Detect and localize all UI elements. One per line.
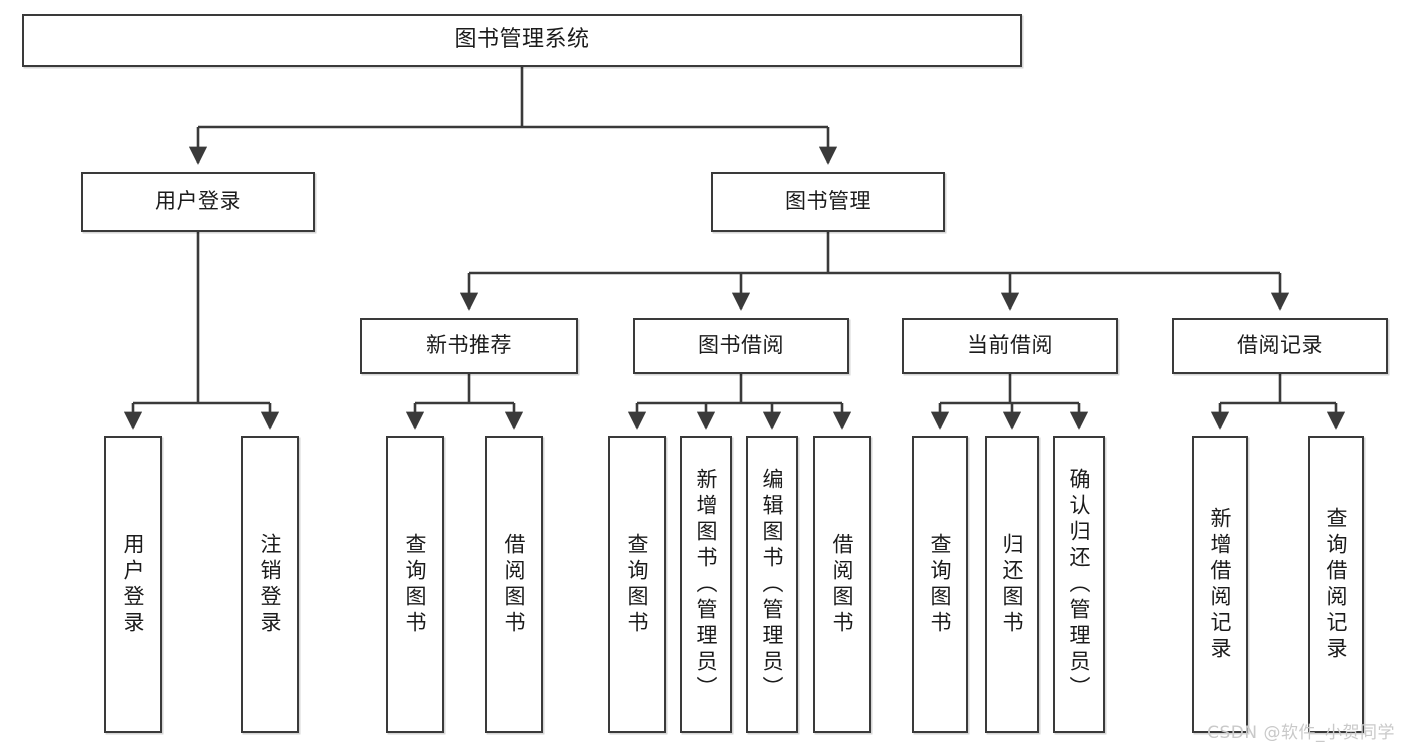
node-leaf-query-book-3[interactable]: 查询图书 bbox=[912, 436, 968, 733]
node-leaf-borrow-book-2[interactable]: 借阅图书 bbox=[813, 436, 871, 733]
node-leaf-add-record-label: 新增借阅记录 bbox=[1208, 506, 1233, 663]
node-leaf-add-record[interactable]: 新增借阅记录 bbox=[1192, 436, 1248, 733]
node-current-borrow[interactable]: 当前借阅 bbox=[902, 318, 1118, 374]
node-leaf-confirm-return[interactable]: 确认归还（管理员） bbox=[1053, 436, 1105, 733]
node-book-manage[interactable]: 图书管理 bbox=[711, 172, 945, 232]
node-book-borrow[interactable]: 图书借阅 bbox=[633, 318, 849, 374]
node-book-borrow-label: 图书借阅 bbox=[698, 333, 784, 358]
node-borrow-record-label: 借阅记录 bbox=[1237, 333, 1323, 358]
node-new-book-recommend-label: 新书推荐 bbox=[426, 333, 512, 358]
node-leaf-query-book-2-label: 查询图书 bbox=[625, 532, 650, 637]
node-leaf-return-book[interactable]: 归还图书 bbox=[985, 436, 1039, 733]
node-leaf-add-book[interactable]: 新增图书（管理员） bbox=[680, 436, 732, 733]
node-user-login-label: 用户登录 bbox=[155, 189, 241, 214]
node-leaf-return-book-label: 归还图书 bbox=[1000, 532, 1025, 637]
node-leaf-query-book-3-label: 查询图书 bbox=[928, 532, 953, 637]
node-leaf-borrow-book-1-label: 借阅图书 bbox=[502, 532, 527, 637]
node-user-login[interactable]: 用户登录 bbox=[81, 172, 315, 232]
node-leaf-edit-book-label: 编辑图书（管理员） bbox=[760, 467, 785, 702]
node-leaf-query-record[interactable]: 查询借阅记录 bbox=[1308, 436, 1364, 733]
node-leaf-confirm-return-label: 确认归还（管理员） bbox=[1067, 467, 1092, 702]
node-new-book-recommend[interactable]: 新书推荐 bbox=[360, 318, 578, 374]
node-leaf-query-book-1-label: 查询图书 bbox=[403, 532, 428, 637]
node-leaf-borrow-book-2-label: 借阅图书 bbox=[830, 532, 855, 637]
node-leaf-logout[interactable]: 注销登录 bbox=[241, 436, 299, 733]
node-leaf-borrow-book-1[interactable]: 借阅图书 bbox=[485, 436, 543, 733]
node-leaf-user-login-label: 用户登录 bbox=[121, 532, 146, 637]
node-root[interactable]: 图书管理系统 bbox=[22, 14, 1022, 67]
node-borrow-record[interactable]: 借阅记录 bbox=[1172, 318, 1388, 374]
csdn-watermark: CSDN @软件_小贺同学 bbox=[1207, 723, 1395, 743]
node-leaf-query-record-label: 查询借阅记录 bbox=[1324, 506, 1349, 663]
node-leaf-add-book-label: 新增图书（管理员） bbox=[694, 467, 719, 702]
node-root-label: 图书管理系统 bbox=[454, 27, 590, 53]
node-leaf-query-book-1[interactable]: 查询图书 bbox=[386, 436, 444, 733]
node-current-borrow-label: 当前借阅 bbox=[967, 333, 1053, 358]
node-leaf-logout-label: 注销登录 bbox=[258, 532, 283, 637]
node-book-manage-label: 图书管理 bbox=[785, 189, 871, 214]
node-leaf-query-book-2[interactable]: 查询图书 bbox=[608, 436, 666, 733]
node-leaf-edit-book[interactable]: 编辑图书（管理员） bbox=[746, 436, 798, 733]
node-leaf-user-login[interactable]: 用户登录 bbox=[104, 436, 162, 733]
